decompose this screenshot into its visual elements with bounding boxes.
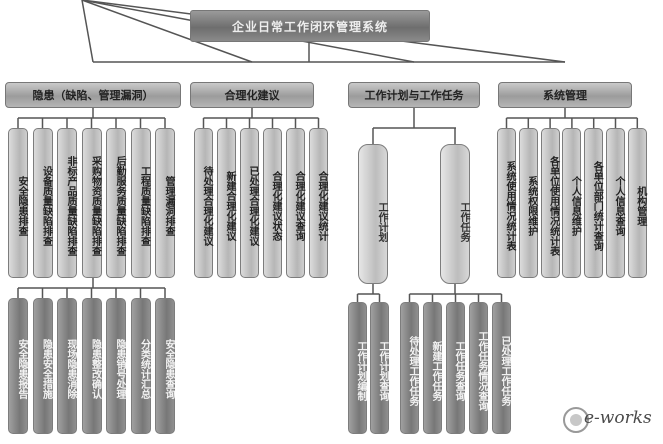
work-task-subitem: 待处理工作任务 <box>400 302 419 434</box>
work-plan-subitem: 工作计划编制 <box>348 302 367 434</box>
system-item: 各单位部门统计查询 <box>584 128 604 278</box>
hidden-danger-item: 安全隐患排查 <box>8 128 28 278</box>
system-item: 个人信息查询 <box>606 128 625 278</box>
hidden-danger-subitem: 隐患整改确认 <box>81 298 102 434</box>
suggestion-item: 新建合理化建议 <box>217 128 236 278</box>
system-item: 个人信息维护 <box>562 128 582 278</box>
work-plan-node: 工作计划 <box>358 144 388 284</box>
hidden-danger-subitem: 安全隐患查询 <box>155 298 175 434</box>
logo-text: e-works <box>584 408 652 428</box>
system-item: 各单位使用情况统计表 <box>540 128 560 278</box>
hidden-danger-subitem: 分类统计汇总 <box>130 298 151 434</box>
hidden-danger-item: 工程质量缺陷排查 <box>130 128 151 278</box>
module-system: 系统管理 <box>498 82 632 108</box>
suggestion-item: 合理化建议状态 <box>263 128 282 278</box>
system-item: 系统使用情况统计表 <box>497 128 516 278</box>
hidden-danger-item: 采购物资质量缺陷排查 <box>81 128 102 278</box>
hidden-danger-item: 管理漏洞排查 <box>155 128 175 278</box>
suggestion-item: 合理化建议查询 <box>286 128 305 278</box>
work-task-subitem: 已处理工作任务 <box>492 302 511 434</box>
work-task-node: 工作任务 <box>440 144 470 284</box>
hidden-danger-subitem: 现场隐患消除 <box>57 298 77 434</box>
work-task-subitem: 工作任务情况查询 <box>469 302 488 434</box>
suggestion-item: 已处理合理化建议 <box>240 128 259 278</box>
e-works-logo <box>563 407 589 433</box>
hidden-danger-item: 后勤服务质量缺陷排查 <box>106 128 126 278</box>
module-work-plan: 工作计划与工作任务 <box>348 82 480 108</box>
hidden-danger-subitem: 安全隐患报告 <box>8 298 28 434</box>
suggestion-item: 待处理合理化建议 <box>194 128 213 278</box>
connector-line <box>81 0 253 63</box>
connector-line <box>81 0 94 63</box>
suggestion-item: 合理化建议统计 <box>309 128 328 278</box>
hidden-danger-subitem: 隐患销号处理 <box>106 298 126 434</box>
hidden-danger-item: 非标产品质量缺陷排查 <box>57 128 77 278</box>
system-item: 系统权限维护 <box>518 128 538 278</box>
work-plan-subitem: 工作计划查询 <box>370 302 389 434</box>
module-suggestion: 合理化建议 <box>190 82 314 108</box>
system-item: 机构管理 <box>627 128 647 278</box>
module-hidden-danger: 隐患（缺陷、管理漏洞） <box>5 82 181 108</box>
hidden-danger-item: 设备质量缺陷排查 <box>32 128 53 278</box>
work-task-subitem: 新建工作任务 <box>423 302 442 434</box>
work-task-subitem: 工作任务查询 <box>446 302 465 434</box>
hidden-danger-subitem: 隐患安全措施 <box>32 298 53 434</box>
root-node: 企业日常工作闭环管理系统 <box>190 10 430 42</box>
